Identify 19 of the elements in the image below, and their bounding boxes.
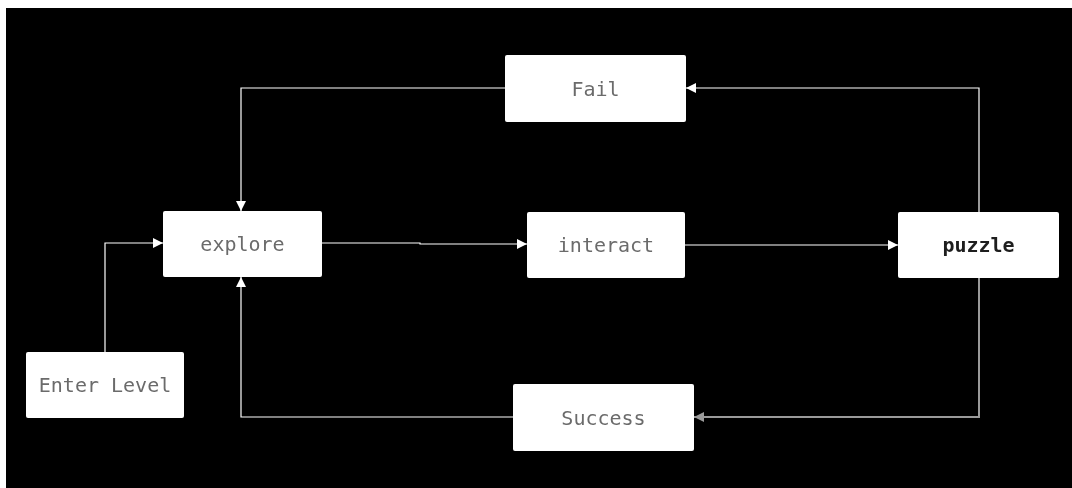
node-label: explore bbox=[199, 231, 286, 258]
arrow bbox=[684, 240, 899, 250]
node-label: puzzle bbox=[941, 232, 1016, 259]
node-label: Enter Level bbox=[37, 372, 173, 399]
arrow bbox=[104, 238, 164, 353]
arrow bbox=[321, 239, 528, 249]
process-box bbox=[513, 384, 694, 451]
process-box bbox=[505, 55, 686, 122]
node-label: Success bbox=[560, 404, 647, 432]
arrow bbox=[693, 277, 980, 422]
arrow bbox=[236, 87, 506, 212]
process-box bbox=[898, 212, 1059, 278]
arrow bbox=[685, 83, 980, 213]
process-box bbox=[527, 212, 685, 278]
process-box bbox=[163, 211, 322, 277]
node-label: interact bbox=[556, 232, 656, 259]
arrow bbox=[236, 276, 514, 418]
node-label: Fail bbox=[570, 75, 621, 103]
process-box bbox=[26, 352, 184, 418]
